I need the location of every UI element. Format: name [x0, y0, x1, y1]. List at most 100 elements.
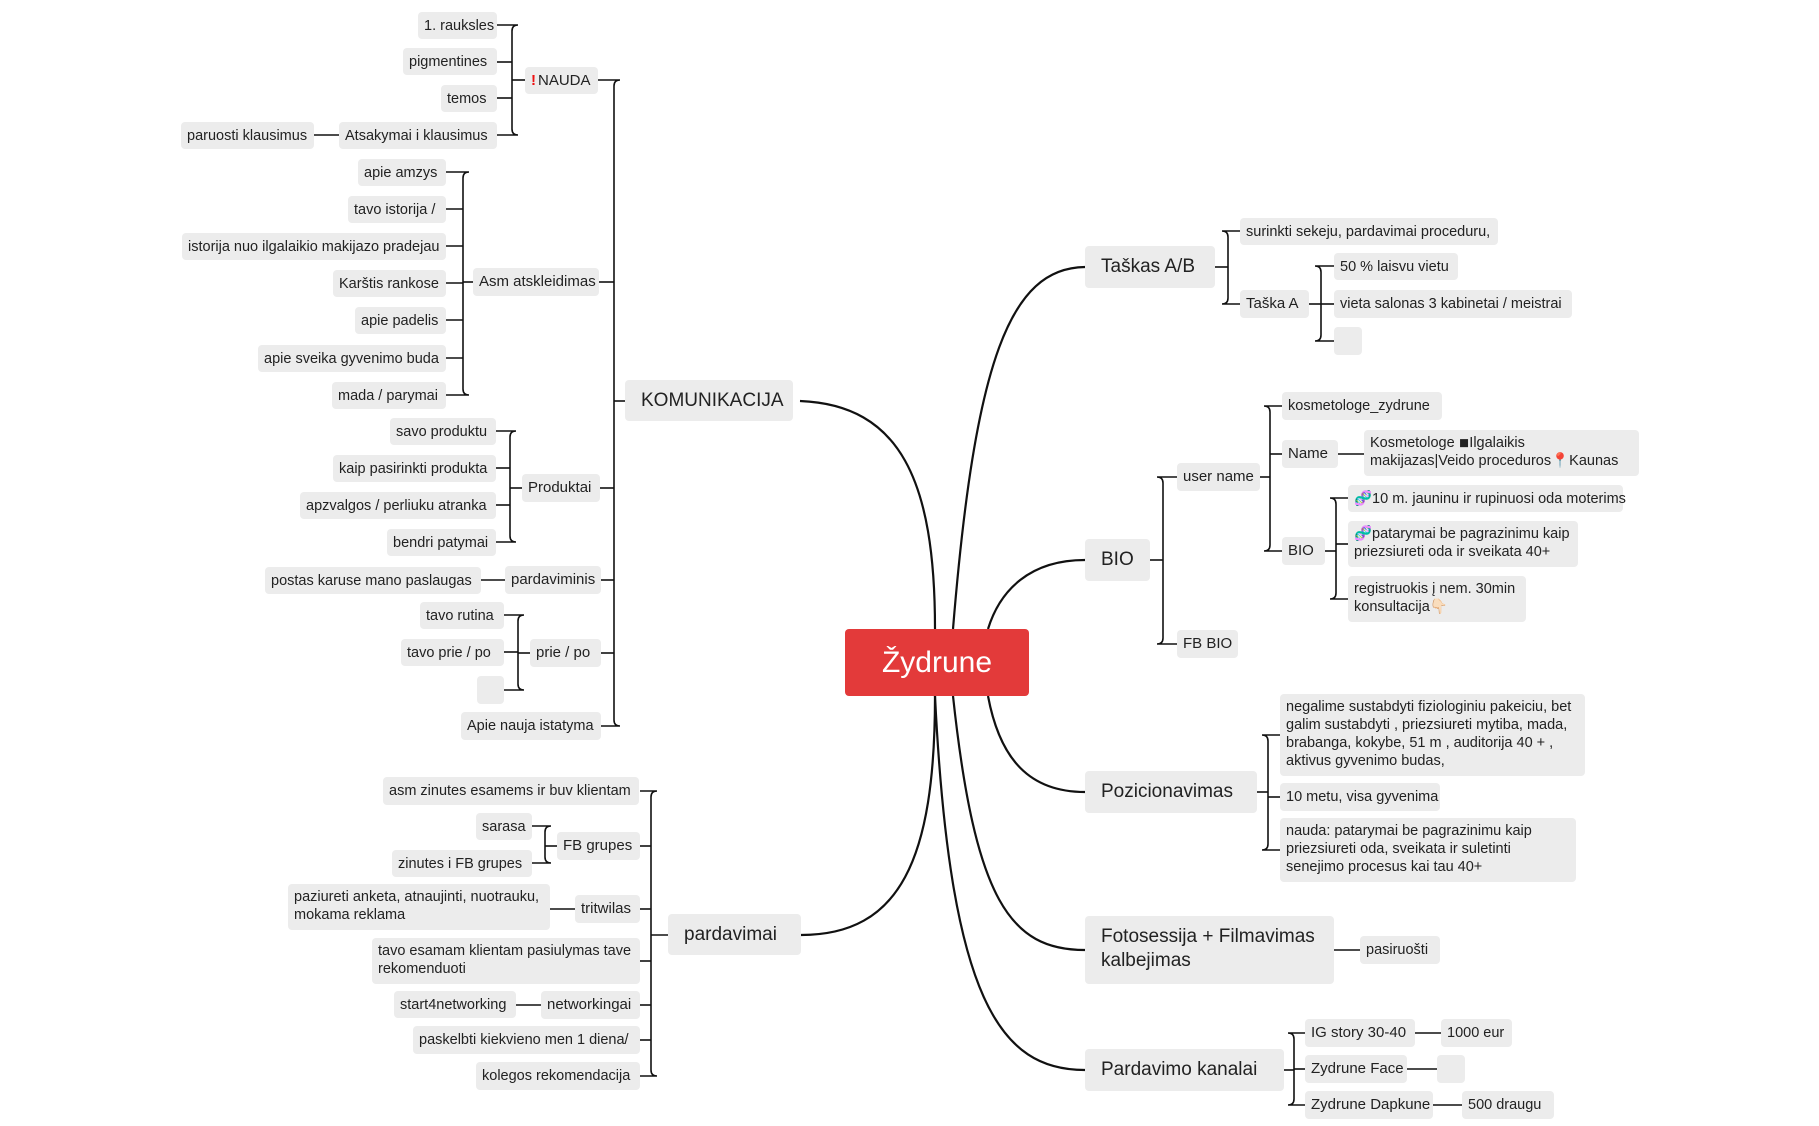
node-user-name[interactable]: user name — [1177, 463, 1260, 491]
connector-line — [1263, 405, 1282, 413]
connector-line — [496, 430, 517, 438]
node-ig-story[interactable]: IG story 30-40 — [1305, 1019, 1415, 1047]
asm-item-tavo-istorija[interactable]: tavo istorija / — [348, 196, 446, 223]
produktai-item-apzvalgos[interactable]: apzvalgos / perliuku atranka — [300, 492, 496, 519]
node-tritwilas[interactable]: tritwilas — [575, 895, 640, 923]
node-networkingai[interactable]: networkingai — [541, 991, 640, 1019]
connector-line — [446, 171, 470, 179]
bio-item-10m-jauninu[interactable]: 🧬10 m. jauninu ir rupinuosi oda moterims — [1348, 485, 1626, 512]
node-surinkti-sekeju[interactable]: surinkti sekeju, pardavimai proceduru, — [1240, 218, 1498, 245]
node-kosmetologe-zydrune[interactable]: kosmetologe_zydrune — [1282, 392, 1442, 420]
nauda-item-atsakymai[interactable]: Atsakymai i klausimus — [339, 122, 497, 149]
connector-line — [598, 79, 621, 87]
connector-line — [951, 695, 1086, 952]
branch-bio[interactable]: BIO — [1085, 539, 1150, 581]
node-zydrune-dapkune[interactable]: Zydrune Dapkune — [1305, 1091, 1433, 1119]
node-paskelbti[interactable]: paskelbti kiekvieno men 1 diena/ — [413, 1026, 640, 1054]
node-nauda[interactable]: !NAUDA — [525, 67, 598, 94]
nauda-item-rauksles[interactable]: 1. rauksles — [418, 12, 497, 39]
connector-line — [986, 558, 1086, 630]
node-zydrune-face-child[interactable] — [1437, 1055, 1465, 1083]
produktai-item-bendri-patymai[interactable]: bendri patymai — [387, 529, 496, 556]
node-name-value[interactable]: Kosmetologe ◾Ilgalaikis makijazas|Veido … — [1364, 430, 1639, 476]
taska-item-vieta-salonas[interactable]: vieta salonas 3 kabinetai / meistrai — [1334, 290, 1572, 318]
bio-item-registruokis[interactable]: registruokis į nem. 30min konsultacija👇🏻 — [1348, 576, 1526, 622]
connector-line — [1263, 544, 1282, 552]
node-kolegos-rekomendacija[interactable]: kolegos rekomendacija — [476, 1062, 640, 1090]
fb-grupes-item-sarasa[interactable]: sarasa — [476, 813, 532, 840]
connector-line — [933, 695, 1086, 1072]
connector-line — [504, 683, 525, 691]
connector-line — [640, 790, 658, 798]
fb-grupes-item-zinutes[interactable]: zinutes i FB grupes — [392, 850, 532, 877]
produktai-item-savo-produktu[interactable]: savo produktu — [390, 418, 496, 445]
branch-fotosessija[interactable]: Fotosessija + Filmavimas kalbejimas — [1085, 916, 1334, 984]
node-postas-karuse[interactable]: postas karuse mano paslaugas — [265, 567, 481, 594]
node-asm-zinutes[interactable]: asm zinutes esamems ir buv klientam — [383, 777, 639, 805]
connector-line — [951, 265, 1086, 630]
asm-item-karstis-rankose[interactable]: Karštis rankose — [333, 270, 446, 297]
poz-item-nauda[interactable]: nauda: patarymai be pagrazinimu kaip pri… — [1280, 818, 1576, 882]
connector-line — [800, 695, 937, 937]
branch-pardavimo-kanalai[interactable]: Pardavimo kanalai — [1085, 1049, 1284, 1091]
connector-line — [1156, 476, 1177, 484]
branch-pozicionavimas[interactable]: Pozicionavimas — [1085, 771, 1257, 813]
taska-item-50-laisvu-vietu[interactable]: 50 % laisvu vietu — [1334, 253, 1458, 280]
connector-line — [1314, 265, 1334, 273]
node-500-draugu[interactable]: 500 draugu — [1462, 1091, 1554, 1119]
poz-item-negalime[interactable]: negalime sustabdyti fiziologiniu pakeici… — [1280, 694, 1585, 776]
connector-line — [497, 24, 519, 32]
nauda-item-pigmentines[interactable]: pigmentines — [403, 48, 497, 75]
node-paruosti-klausimus[interactable]: paruosti klausimus — [181, 122, 314, 149]
node-produktai[interactable]: Produktai — [522, 474, 600, 502]
connector-line — [504, 614, 525, 622]
nauda-item-temos[interactable]: temos — [441, 85, 497, 112]
poz-item-10-metu[interactable]: 10 metu, visa gyvenima — [1280, 783, 1440, 811]
connector-line — [601, 719, 621, 727]
connector-line — [1314, 334, 1334, 342]
connector-line — [532, 856, 552, 864]
node-fb-bio[interactable]: FB BIO — [1177, 630, 1238, 658]
connector-line — [532, 825, 552, 833]
asm-item-apie-padelis[interactable]: apie padelis — [355, 307, 446, 334]
nauda-label: NAUDA — [538, 71, 591, 89]
asm-item-apie-amzys[interactable]: apie amzys — [358, 159, 446, 186]
connector-line — [1261, 843, 1280, 851]
node-1000-eur[interactable]: 1000 eur — [1441, 1019, 1512, 1047]
connector-line — [497, 128, 519, 136]
central-topic[interactable]: Žydrune — [845, 629, 1029, 696]
node-bio-inner[interactable]: BIO — [1282, 537, 1325, 565]
connector-line — [1221, 230, 1240, 238]
node-prie-po[interactable]: prie / po — [530, 639, 601, 667]
asm-item-mada-parymai[interactable]: mada / parymai — [332, 382, 446, 409]
node-asm-atskleidimas[interactable]: Asm atskleidimas — [473, 268, 599, 296]
branch-pardavimai[interactable]: pardavimai — [668, 914, 801, 955]
node-pardaviminis[interactable]: pardaviminis — [505, 566, 601, 594]
connector-line — [1329, 497, 1348, 505]
prie-po-item-empty[interactable] — [477, 676, 504, 704]
taska-item-empty[interactable] — [1334, 327, 1362, 355]
connector-line — [799, 399, 937, 630]
node-fb-grupes[interactable]: FB grupes — [557, 832, 640, 860]
connector-line — [986, 695, 1086, 794]
node-zydrune-face[interactable]: Zydrune Face — [1305, 1055, 1407, 1083]
prie-po-item-tavo-rutina[interactable]: tavo rutina — [420, 602, 504, 629]
connector-line — [640, 1069, 658, 1077]
node-taska-a[interactable]: Taška A — [1240, 290, 1309, 318]
bio-item-patarymai[interactable]: 🧬patarymai be pagrazinimu kaip priezsiur… — [1348, 521, 1578, 567]
exclamation-icon: ! — [531, 71, 536, 89]
node-tavo-esamam-klientam[interactable]: tavo esamam klientam pasiulymas tave rek… — [372, 938, 640, 984]
node-start4networking[interactable]: start4networking — [394, 991, 516, 1018]
node-apie-nauja-istatyma[interactable]: Apie nauja istatyma — [461, 712, 601, 740]
connector-line — [446, 388, 470, 396]
asm-item-sveika-gyvenimo-buda[interactable]: apie sveika gyvenimo buda — [258, 345, 446, 372]
branch-komunikacija[interactable]: KOMUNIKACIJA — [625, 380, 793, 421]
node-pasiruosti[interactable]: pasiruošti — [1360, 936, 1440, 964]
branch-taskas-ab[interactable]: Taškas A/B — [1085, 246, 1215, 288]
node-paziureti-anketa[interactable]: paziureti anketa, atnaujinti, nuotrauku,… — [288, 884, 550, 930]
asm-item-istorija-nuo[interactable]: istorija nuo ilgalaikio makijazo pradeja… — [182, 233, 446, 260]
produktai-item-kaip-pasirinkti[interactable]: kaip pasirinkti produkta — [333, 455, 496, 482]
prie-po-item-tavo-prie-po[interactable]: tavo prie / po — [401, 639, 504, 666]
node-name[interactable]: Name — [1282, 440, 1338, 468]
